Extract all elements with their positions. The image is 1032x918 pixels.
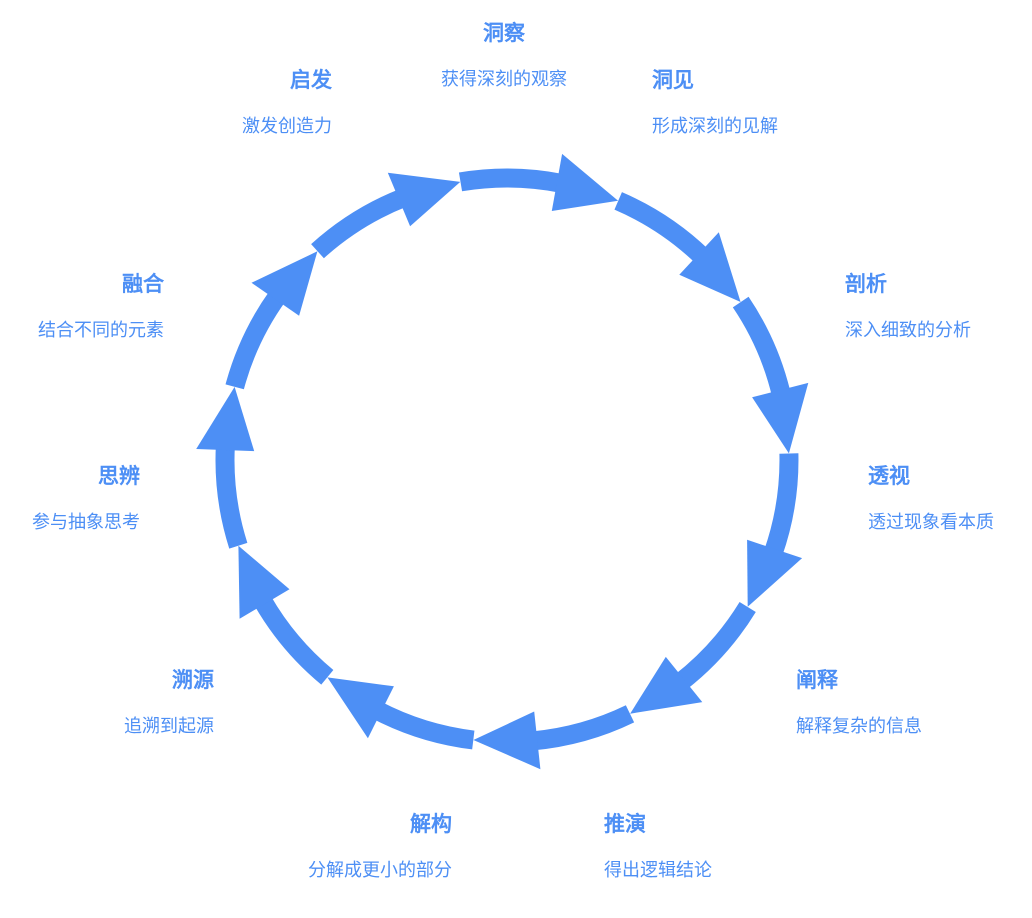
node-trace: 溯源 追溯到起源: [124, 667, 214, 739]
cycle-arrow-head: [251, 251, 318, 316]
cycle-arrow-head: [630, 656, 703, 714]
node-description: 结合不同的元素: [38, 320, 164, 341]
node-description: 获得深刻的观察: [441, 69, 567, 90]
node-dissect: 剖析 深入细致的分析: [845, 271, 971, 343]
node-deconstruct: 解构 分解成更小的部分: [308, 811, 452, 883]
node-description: 激发创造力: [242, 116, 332, 137]
node-title: 溯源: [172, 668, 214, 692]
node-title: 洞见: [652, 68, 694, 92]
node-reason: 思辨 参与抽象思考: [32, 463, 140, 535]
cycle-arrow-shaft: [531, 705, 635, 751]
node-title: 启发: [290, 68, 332, 92]
cycle-arrow-head: [238, 545, 290, 619]
node-title: 解构: [410, 812, 452, 836]
cycle-arrow-head: [473, 711, 541, 770]
node-description: 追溯到起源: [124, 716, 214, 737]
cycle-arrow-shaft: [372, 701, 475, 750]
cycle-arrow-head: [387, 172, 461, 227]
node-deep-view: 洞见 形成深刻的见解: [652, 67, 778, 139]
cycle-arrow-shaft: [674, 601, 756, 690]
cycle-arrow-shaft: [764, 453, 799, 557]
cycle-arrow-head: [327, 677, 394, 739]
cycle-arrow-head: [196, 386, 255, 452]
cycle-arrow-shaft: [732, 296, 791, 398]
node-inspire: 启发 激发创造力: [242, 67, 332, 139]
node-title: 思辨: [98, 464, 140, 488]
cycle-arrow-shaft: [215, 444, 248, 549]
cycle-arrow-shaft: [311, 188, 408, 259]
cycle-arrow-head: [747, 539, 803, 607]
node-interpret: 阐释 解释复杂的信息: [796, 667, 922, 739]
node-description: 解释复杂的信息: [796, 716, 922, 737]
cycle-arrow-shaft: [458, 168, 564, 193]
cycle-arrows: [196, 153, 809, 770]
node-description: 参与抽象思考: [32, 512, 140, 533]
node-title: 洞察: [483, 21, 525, 45]
cycle-arrow-shaft: [614, 192, 710, 264]
node-title: 阐释: [796, 668, 838, 692]
cycle-arrow-head: [679, 232, 741, 302]
node-deduce: 推演 得出逻辑结论: [604, 811, 712, 883]
cycle-arrow-shaft: [253, 594, 334, 685]
node-description: 深入细致的分析: [845, 320, 971, 341]
node-title: 透视: [868, 464, 910, 488]
node-description: 分解成更小的部分: [308, 860, 452, 881]
node-description: 透过现象看本质: [868, 512, 994, 533]
cycle-arrow-head: [752, 382, 809, 454]
node-description: 得出逻辑结论: [604, 860, 712, 881]
node-title: 融合: [122, 272, 164, 296]
node-fuse: 融合 结合不同的元素: [38, 271, 164, 343]
cycle-arrow-shaft: [225, 289, 286, 390]
cycle-arrow-head: [551, 153, 619, 211]
node-title: 剖析: [845, 272, 887, 296]
node-insight: 洞察 获得深刻的观察: [441, 20, 567, 92]
node-title: 推演: [604, 812, 646, 836]
node-description: 形成深刻的见解: [652, 116, 778, 137]
node-see-through: 透视 透过现象看本质: [868, 463, 994, 535]
